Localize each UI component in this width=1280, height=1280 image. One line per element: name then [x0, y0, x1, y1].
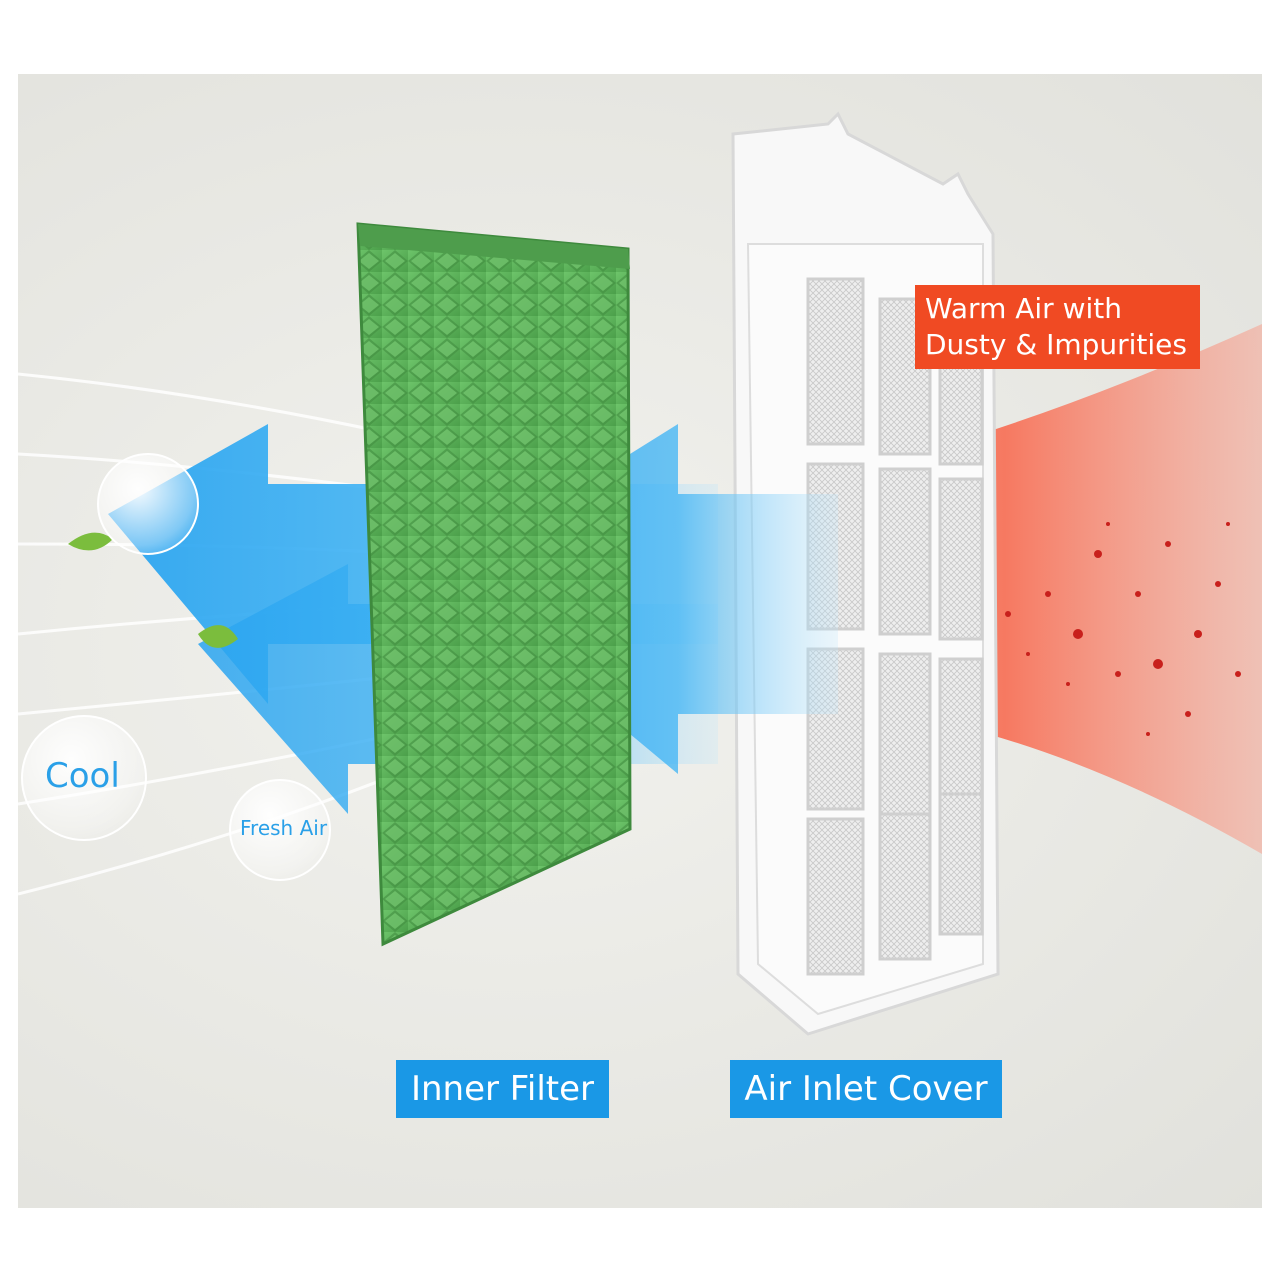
leaf-icons: [68, 532, 238, 648]
bubble-decorations: [21, 453, 331, 881]
bubble-top: [97, 453, 199, 555]
inner-filter-graphic: [356, 222, 632, 947]
bubble-fresh-air: [229, 779, 331, 881]
fresh-air-label: Fresh Air: [240, 816, 328, 840]
warm-air-label-text: Warm Air with Dusty & Impurities: [925, 292, 1187, 361]
diagram-scene: [18, 111, 1262, 1036]
inner-filter-label: Inner Filter: [396, 1060, 609, 1118]
diagram-panel: Cool Fresh Air Warm Air with Dusty & Imp…: [18, 74, 1262, 1208]
cool-label: Cool: [45, 756, 120, 796]
air-inlet-cover-label: Air Inlet Cover: [730, 1060, 1002, 1118]
warm-air-label: Warm Air with Dusty & Impurities: [915, 285, 1200, 369]
bubble-cool: [21, 715, 147, 841]
